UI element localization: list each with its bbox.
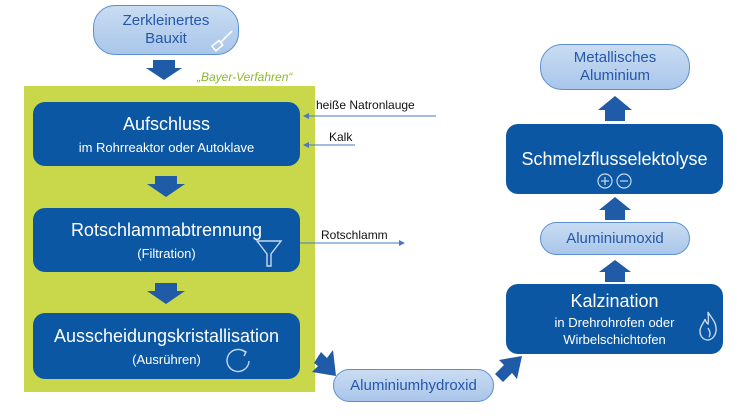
- elektrolyse-box: Schmelzflusselektolyse: [506, 124, 723, 194]
- arrow-to-hydroxid: [312, 350, 336, 376]
- oxid-node: Aluminiumoxid: [540, 222, 690, 255]
- arrow-rotschlamm-down: [147, 283, 185, 304]
- arrow-to-kalzination: [495, 356, 522, 382]
- arrow-to-elektrolyse: [599, 197, 631, 220]
- hammer-icon: [210, 30, 233, 52]
- bayer-label: „Bayer-Verfahren“: [197, 70, 293, 84]
- arrow-aufschluss-down: [147, 176, 185, 197]
- arrow-to-oxid: [599, 260, 631, 282]
- kalk-label: Kalk: [329, 130, 353, 144]
- plus-minus-icon: [597, 173, 632, 189]
- kalzination-line2: in Drehrohrofen oder: [554, 315, 675, 330]
- ausscheidung-title: Ausscheidungskristallisation: [53, 325, 280, 346]
- aufschluss-box: Aufschluss im Rohrreaktor oder Autoklave: [33, 102, 300, 166]
- flame-icon: [699, 311, 717, 341]
- metall-node: Metallisches Aluminium: [540, 44, 690, 90]
- aufschluss-subtitle: im Rohrreaktor oder Autoklave: [78, 139, 255, 155]
- rotschlamm-out-label: Rotschlamm: [321, 228, 388, 242]
- rotschlamm-title: Rotschlammabtrennung: [70, 219, 263, 240]
- rotschlamm-box: Rotschlammabtrennung (Filtration): [33, 208, 300, 272]
- metall-line1: Metallisches: [573, 49, 657, 66]
- kalzination-line3: Wirbelschichtofen: [563, 332, 666, 347]
- bauxit-line1: Zerkleinertes: [122, 12, 210, 29]
- hydroxid-node: Aluminiumhydroxid: [333, 369, 494, 402]
- bauxit-line2: Bauxit: [145, 30, 187, 47]
- natronlauge-label: heiße Natronlauge: [316, 98, 415, 112]
- funnel-icon: [255, 240, 283, 267]
- oxid-label: Aluminiumoxid: [566, 229, 664, 247]
- bauxit-node: Zerkleinertes Bauxit: [93, 5, 239, 55]
- arrow-to-metall: [598, 96, 632, 121]
- ausscheidung-box: Ausscheidungskristallisation (Ausrühren): [33, 313, 300, 379]
- metall-line2: Aluminium: [579, 67, 651, 84]
- arrow-bauxit-down: [146, 60, 182, 80]
- elektrolyse-title: Schmelzflusselektolyse: [521, 149, 708, 169]
- kalzination-box: Kalzination in Drehrohrofen oder Wirbels…: [506, 284, 723, 354]
- kalzination-title: Kalzination: [570, 291, 659, 311]
- rotschlamm-subtitle: (Filtration): [137, 245, 196, 261]
- aufschluss-title: Aufschluss: [122, 113, 211, 134]
- rotate-icon: [226, 348, 250, 373]
- ausscheidung-subtitle: (Ausrühren): [132, 351, 201, 367]
- hydroxid-label: Aluminiumhydroxid: [350, 376, 477, 394]
